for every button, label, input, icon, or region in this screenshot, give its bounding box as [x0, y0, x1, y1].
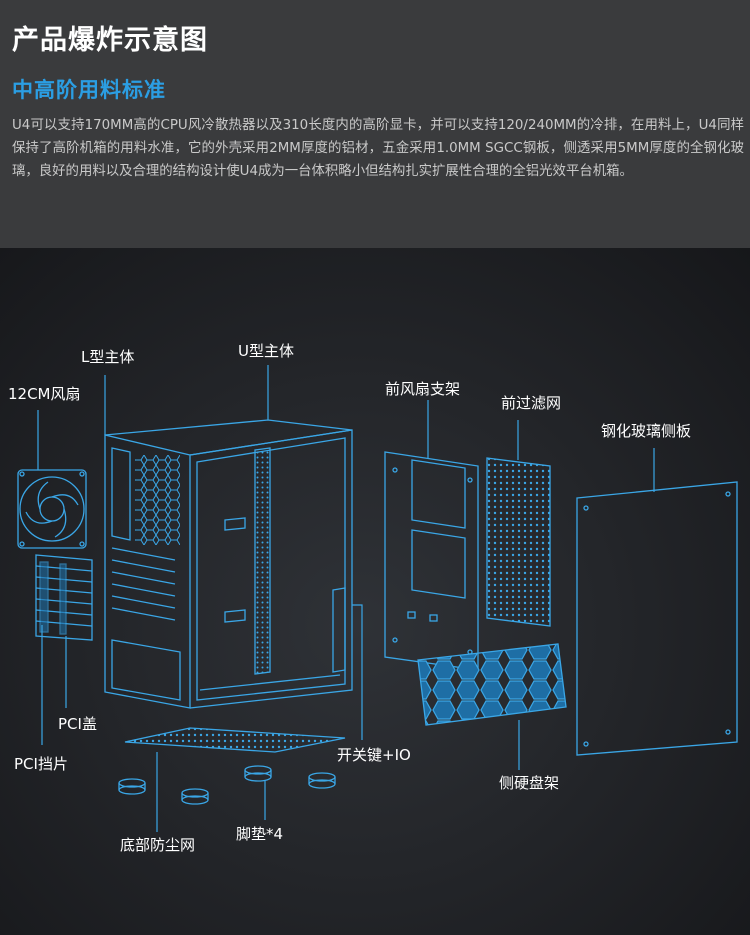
pci-slot-part — [35, 554, 93, 641]
label-hdd-tray: 侧硬盘架 — [499, 774, 560, 792]
label-u-body: U型主体 — [238, 342, 294, 360]
l-body-part — [104, 419, 353, 709]
header-section: 产品爆炸示意图 中高阶用料标准 U4可以支持170MM高的CPU风冷散热器以及3… — [0, 0, 750, 248]
fan-part — [17, 469, 87, 549]
label-l-body: L型主体 — [81, 348, 135, 366]
exploded-diagram: L型主体 U型主体 12CM风扇 前风扇支架 前过滤网 钢化玻璃侧板 PCI盖 … — [0, 248, 750, 935]
feet-part — [118, 765, 336, 805]
label-power-io: 开关键+IO — [337, 746, 411, 764]
diagram-drawing — [17, 365, 738, 832]
label-pci-cover: PCI盖 — [58, 715, 97, 733]
page-title: 产品爆炸示意图 — [12, 25, 208, 56]
label-front-filter: 前过滤网 — [501, 394, 562, 412]
label-bottom-filter: 底部防尘网 — [120, 836, 196, 854]
bottom-filter-part — [124, 727, 346, 753]
label-glass-panel: 钢化玻璃侧板 — [601, 422, 692, 440]
description-text: U4可以支持170MM高的CPU风冷散热器以及310长度内的高阶显卡，并可以支持… — [12, 118, 744, 179]
front-filter-part — [486, 457, 551, 627]
label-fan-12cm: 12CM风扇 — [8, 385, 81, 403]
label-front-fan-bracket: 前风扇支架 — [385, 380, 461, 398]
glass-panel-part — [576, 481, 738, 756]
label-feet: 脚垫*4 — [236, 825, 284, 843]
leader-lines — [37, 365, 655, 832]
label-pci-slot: PCI挡片 — [14, 755, 68, 773]
hdd-tray-part — [417, 643, 567, 726]
u-body-part — [189, 429, 353, 709]
section-title: 中高阶用料标准 — [12, 78, 166, 102]
front-fan-bracket-part — [384, 451, 479, 671]
